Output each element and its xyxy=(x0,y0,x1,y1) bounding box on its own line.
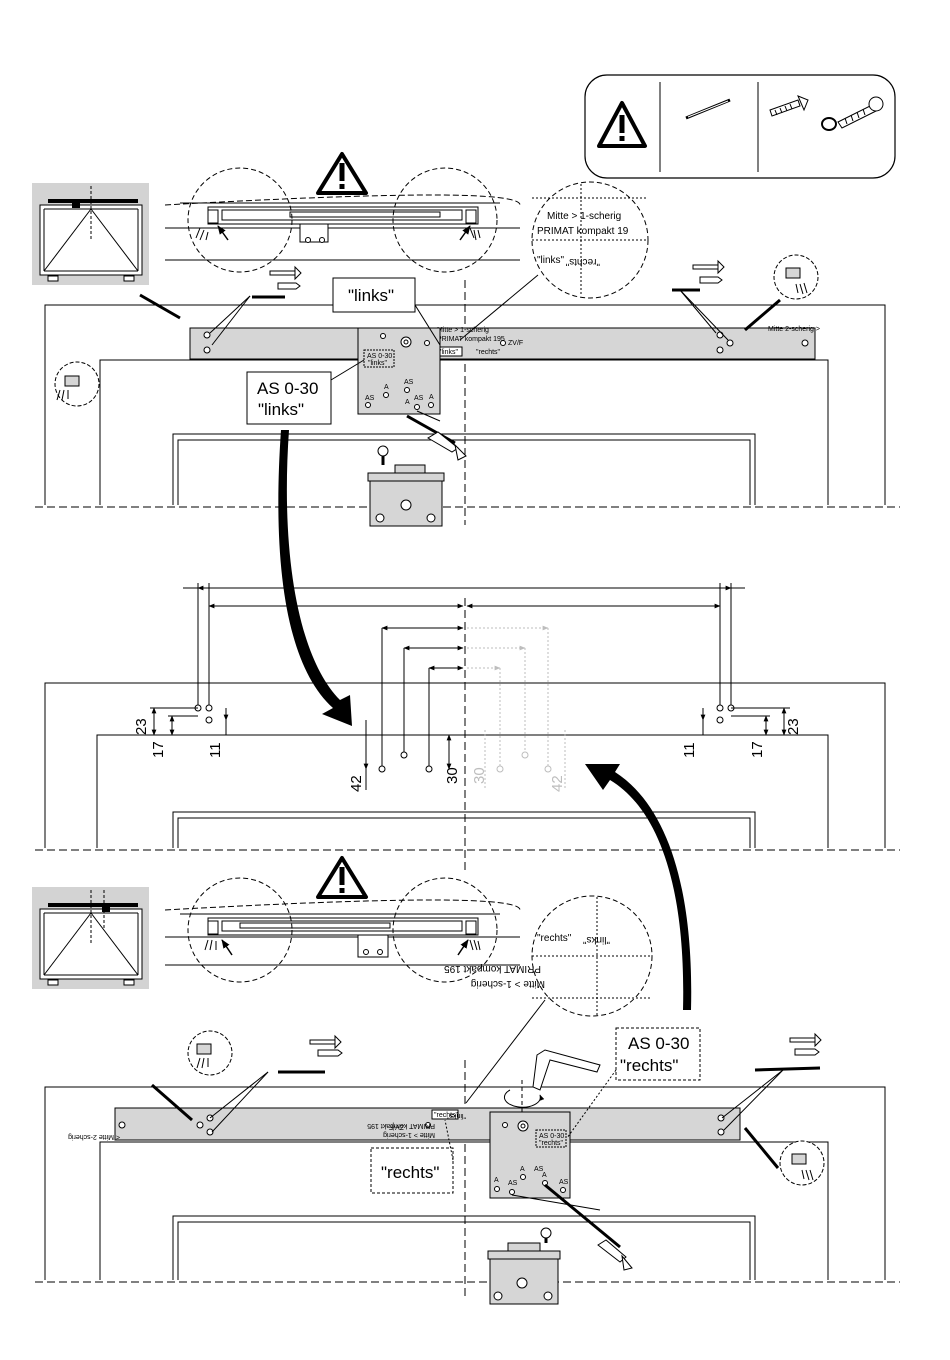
plate-zvf: ZV/F xyxy=(389,1123,404,1130)
template-a-3: A xyxy=(405,399,410,406)
corner-detail-left xyxy=(187,1030,233,1076)
template-a-3: A xyxy=(542,1172,547,1179)
label-rechts: "rechts" xyxy=(381,1163,439,1182)
closer-body-bottom xyxy=(487,1227,561,1305)
plate-right-text: Mitte 2-scherig > xyxy=(768,326,820,333)
template-as: AS xyxy=(508,1180,518,1187)
drilling-template: AS 0-30 "rechts" A A A AS AS AS xyxy=(489,1111,571,1199)
template-a-2: A xyxy=(520,1166,525,1173)
plate-links: "links" xyxy=(447,1112,466,1119)
plate-zvf: ZV/F xyxy=(508,340,523,347)
callout-as-line1: AS 0-30 xyxy=(257,379,318,398)
door-frame-top xyxy=(35,280,900,525)
screw-icon xyxy=(309,1032,822,1271)
template-line1: AS 0-30 xyxy=(539,1133,564,1140)
mounting-plate: < Mitte 2-scherig ZV/F "rechts" "links" … xyxy=(68,1107,741,1141)
plate-rechts: "rechts" xyxy=(434,1112,459,1119)
door-closer-overview xyxy=(164,167,521,273)
plate-text-line2: Mitte > 1-scherig xyxy=(383,1131,435,1138)
drill-bit-icon xyxy=(151,1066,821,1249)
hex-key-icon xyxy=(503,1049,601,1115)
closer-body-top xyxy=(367,445,445,527)
template-as-2: AS xyxy=(404,379,414,386)
screw-icon xyxy=(269,259,725,461)
template-as-2: AS xyxy=(534,1166,544,1173)
callout-as-line1: AS 0-30 xyxy=(628,1034,689,1053)
screw-icon xyxy=(769,95,809,117)
zoom-text-line1: Mitte > 1-scherig xyxy=(547,211,621,222)
drilling-template: AS 0-30 "links" AS AS AS A A A xyxy=(357,327,441,415)
plate-left-text: < Mitte 2-scherig xyxy=(68,1133,120,1140)
zoom-links: "links" xyxy=(582,934,610,945)
zoom-rechts: "rechts" xyxy=(537,933,572,944)
bottom-section: "rechts" "links" PRIMAT kompakt 195 Mitt… xyxy=(32,856,900,1305)
template-line1: AS 0-30 xyxy=(367,353,392,360)
dim-11-right: 11 xyxy=(681,742,698,758)
dim-30-left: 30 xyxy=(444,767,461,784)
plate-links: "links" xyxy=(439,349,458,356)
dim-30-right: 30 xyxy=(471,767,488,784)
drill-bit-icon xyxy=(685,98,731,120)
legend-box xyxy=(584,74,896,179)
door-frame-bottom xyxy=(35,1060,900,1300)
callout-as-line2: "rechts" xyxy=(620,1056,678,1075)
label-links: "links" xyxy=(348,286,394,305)
template-as-3: AS xyxy=(559,1179,569,1186)
corner-detail-left xyxy=(54,361,100,407)
template-a-2: A xyxy=(429,394,434,401)
door-closer-overview xyxy=(164,877,521,983)
zoom-rechts: "rechts" xyxy=(565,256,600,267)
zoom-detail-bottom: "rechts" "links" PRIMAT kompakt 195 Mitt… xyxy=(444,895,653,1104)
zoom-text-line1: PRIMAT kompakt 195 xyxy=(444,963,541,974)
template-as-3: AS xyxy=(414,395,424,402)
template-a: A xyxy=(494,1177,499,1184)
arrow-to-links-holes xyxy=(278,430,352,726)
zoom-text-line2: Mitte > 1-scherig xyxy=(471,978,545,989)
drill-bit-icon xyxy=(139,288,781,445)
zoom-detail-top: Mitte > 1-scherig PRIMAT kompakt 19 "lin… xyxy=(459,181,649,341)
label-links-box: "links" xyxy=(332,277,441,346)
dim-42-right: 42 xyxy=(549,775,566,792)
warning-icon xyxy=(316,152,368,195)
mounting-plate: Mitte > 1-scherig PRIMAT kompakt 195 "li… xyxy=(189,326,820,360)
plate-text-line1: Mitte > 1-scherig xyxy=(437,327,489,334)
dim-42-left: 42 xyxy=(348,775,365,792)
corner-detail-right xyxy=(773,254,819,300)
zoom-text-line2: PRIMAT kompakt 19 xyxy=(537,226,629,237)
door-overview-thumbnail xyxy=(32,887,149,989)
dimension-drawing: 23 17 11 23 17 11 42 30 30 42 xyxy=(35,583,900,870)
template-line2: "rechts" xyxy=(539,1140,564,1147)
dim-23-left: 23 xyxy=(133,718,150,735)
door-overview-thumbnail xyxy=(32,183,149,285)
dim-23-right: 23 xyxy=(785,718,802,735)
plate-text-line2: PRIMAT kompakt 195 xyxy=(437,336,505,343)
template-line2: "links" xyxy=(368,360,387,367)
dim-17-right: 17 xyxy=(749,741,766,758)
plate-text-line1: PRIMAT kompakt 195 xyxy=(367,1122,435,1129)
template-a: A xyxy=(384,384,389,391)
label-rechts-box: "rechts" xyxy=(370,1119,454,1194)
corner-detail-right xyxy=(779,1140,825,1186)
callout-as-line2: "links" xyxy=(258,400,304,419)
warning-icon xyxy=(316,856,368,899)
dim-17-left: 17 xyxy=(150,741,167,758)
warning-icon xyxy=(597,101,647,148)
plate-rechts: "rechts" xyxy=(476,349,501,356)
zoom-links: "links" xyxy=(537,255,565,266)
top-section: Mitte > 1-scherig PRIMAT kompakt 195 "li… xyxy=(32,152,900,527)
template-as: AS xyxy=(365,395,375,402)
wood-screw-washer-icon xyxy=(821,96,884,131)
callout-as-rechts: AS 0-30 "rechts" xyxy=(566,1027,701,1139)
callout-as-links: AS 0-30 "links" xyxy=(246,359,365,425)
dim-11-left: 11 xyxy=(207,742,224,758)
